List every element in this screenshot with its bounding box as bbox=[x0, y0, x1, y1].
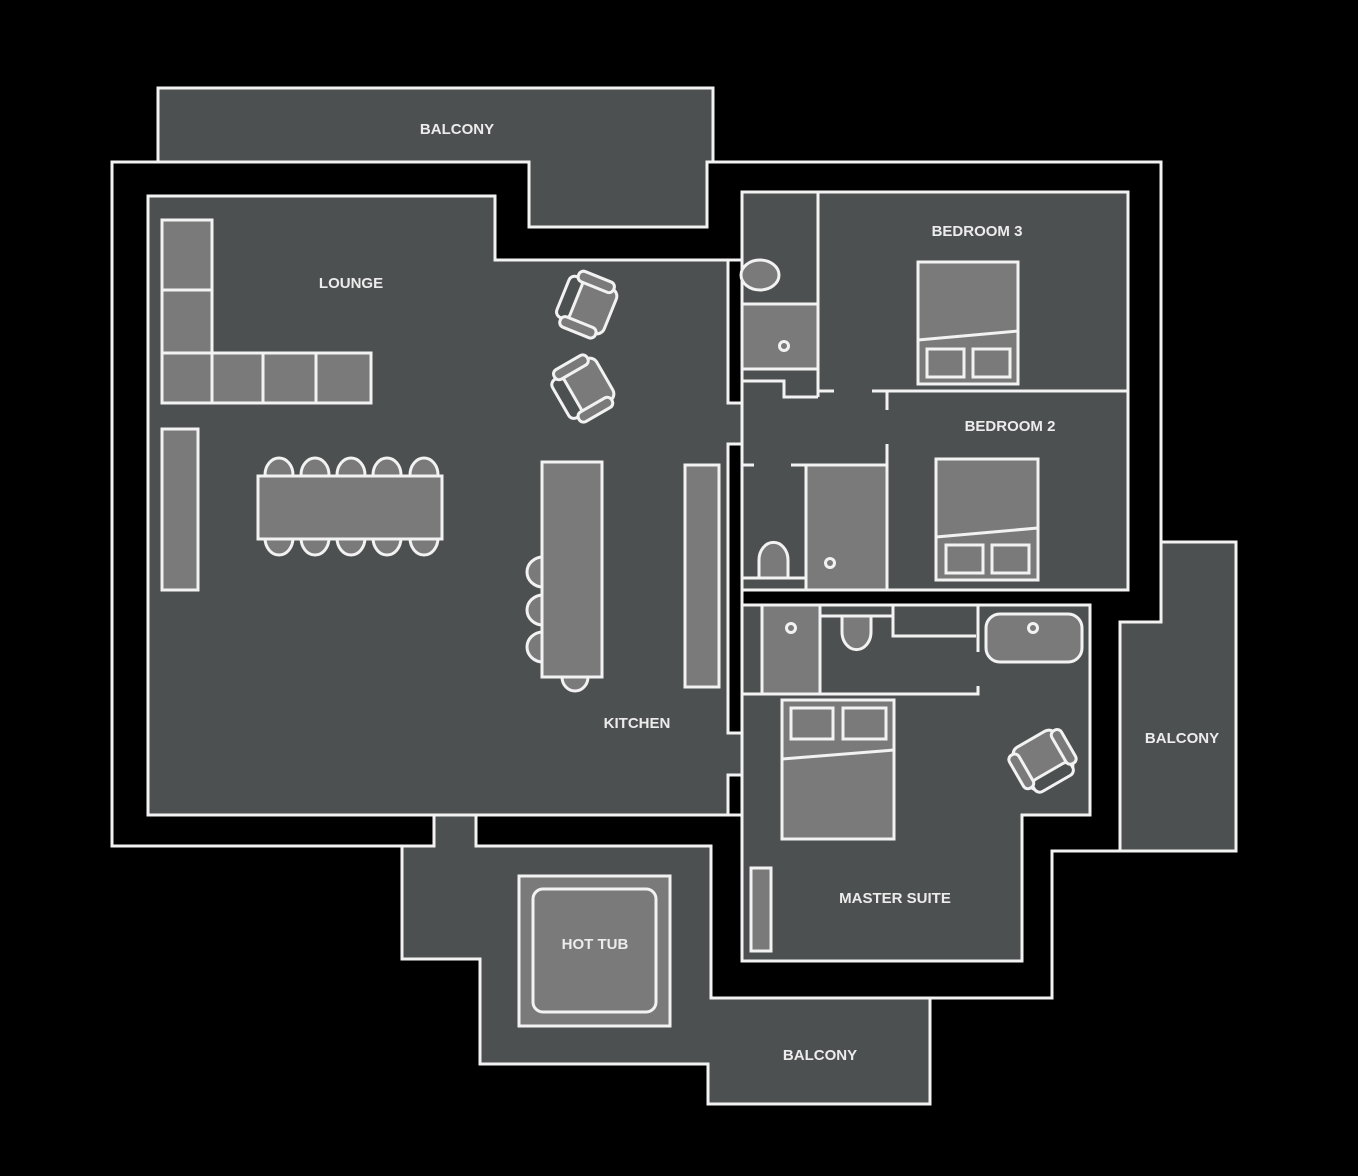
partition-wall bbox=[726, 258, 744, 405]
master-suite: MASTER SUITE bbox=[740, 603, 1092, 963]
bed bbox=[916, 260, 1020, 386]
shower bbox=[740, 302, 820, 371]
shower-drain bbox=[824, 557, 836, 569]
balcony-bottom-label: BALCONY bbox=[783, 1047, 857, 1064]
bedroom-2-label: BEDROOM 2 bbox=[965, 418, 1056, 435]
tub-drain bbox=[1027, 622, 1039, 634]
sideboard bbox=[160, 427, 200, 592]
toilet bbox=[840, 614, 873, 652]
pillow bbox=[789, 706, 835, 741]
dresser bbox=[749, 866, 773, 953]
pillow bbox=[971, 347, 1012, 379]
sofa-segment bbox=[261, 351, 318, 405]
sofa-segment bbox=[160, 351, 214, 405]
master-shower bbox=[760, 603, 822, 696]
hot-tub-label: HOT TUB bbox=[562, 936, 629, 953]
hot-tub: HOT TUB bbox=[517, 874, 672, 1028]
pillow bbox=[990, 543, 1031, 575]
lounge-label: LOUNGE bbox=[319, 275, 383, 292]
shower-drain bbox=[785, 622, 797, 634]
pillow bbox=[841, 706, 888, 741]
balcony-right: BALCONY bbox=[1118, 540, 1238, 853]
shower bbox=[804, 463, 889, 592]
shower-drain bbox=[778, 340, 790, 352]
lounge-kitchen: LOUNGE KITCHEN bbox=[146, 194, 744, 817]
armchair bbox=[1007, 728, 1078, 794]
sofa-segment bbox=[210, 351, 265, 405]
bed bbox=[934, 457, 1040, 582]
armchair bbox=[555, 269, 619, 340]
kitchen-counter bbox=[683, 463, 721, 689]
bedroom-3: BEDROOM 3 bbox=[872, 223, 1128, 410]
partition-wall bbox=[726, 773, 744, 817]
sink bbox=[739, 258, 781, 292]
bathtub bbox=[984, 612, 1084, 664]
master-suite-label: MASTER SUITE bbox=[839, 890, 951, 907]
pillow bbox=[925, 347, 966, 379]
bedroom-2: BEDROOM 2 bbox=[934, 418, 1056, 582]
balcony-right-label: BALCONY bbox=[1145, 730, 1219, 747]
bathroom-1 bbox=[739, 192, 834, 399]
dining-table bbox=[256, 456, 444, 557]
sofa-segment bbox=[314, 351, 373, 405]
partition-wall bbox=[726, 442, 744, 735]
armchair bbox=[550, 353, 616, 424]
sofa bbox=[160, 218, 373, 405]
kitchen-island bbox=[525, 460, 604, 693]
bed bbox=[780, 698, 896, 841]
sofa-segment bbox=[160, 218, 214, 292]
bedroom-3-label: BEDROOM 3 bbox=[932, 223, 1023, 240]
bathroom-2 bbox=[742, 444, 889, 592]
pillow bbox=[944, 543, 985, 575]
kitchen-label: KITCHEN bbox=[604, 715, 671, 732]
balcony-top-label: BALCONY bbox=[420, 121, 494, 138]
sofa-segment bbox=[160, 288, 214, 355]
toilet bbox=[757, 540, 790, 580]
